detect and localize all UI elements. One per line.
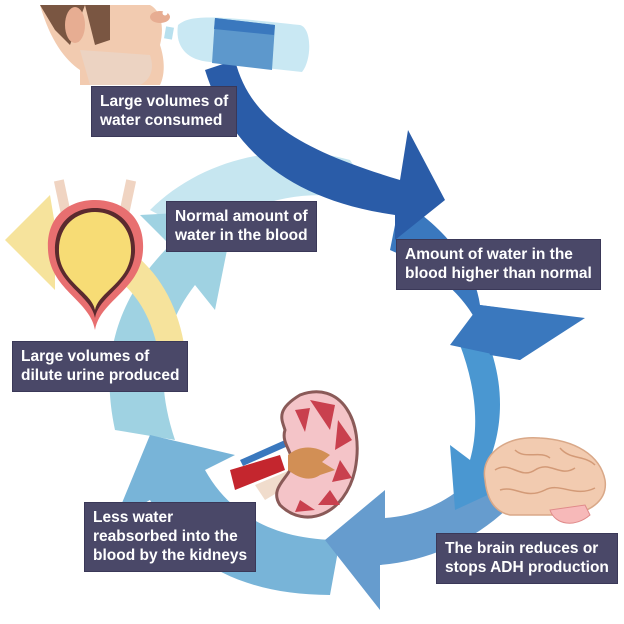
step-label-normal-water: Normal amount of water in the blood bbox=[166, 201, 317, 252]
cycle-arrow-high-to-brain bbox=[450, 335, 520, 510]
label-line: Normal amount of bbox=[175, 208, 308, 225]
label-line: water in the blood bbox=[175, 227, 308, 244]
label-line: Large volumes of bbox=[21, 348, 150, 365]
label-line: Less water bbox=[93, 509, 174, 526]
label-line: Amount of water in the bbox=[405, 246, 573, 263]
label-line: The brain reduces or bbox=[445, 540, 599, 557]
kidney-icon bbox=[230, 390, 359, 519]
person-drinking-water-icon bbox=[40, 5, 170, 85]
label-line: reabsorbed into the bbox=[93, 528, 238, 545]
label-line: stops ADH production bbox=[445, 559, 609, 576]
cycle-arrow-consumed-to-high bbox=[205, 60, 445, 240]
label-line: blood higher than normal bbox=[405, 265, 592, 282]
brain-icon bbox=[483, 437, 606, 524]
arrow-head-high bbox=[450, 305, 585, 360]
label-line: Large volumes of bbox=[100, 93, 229, 110]
step-label-brain-reduces-adh: The brain reduces or stops ADH productio… bbox=[436, 533, 618, 584]
label-line: water consumed bbox=[100, 112, 223, 129]
water-bottle-icon bbox=[164, 17, 310, 72]
label-line: dilute urine produced bbox=[21, 367, 180, 384]
step-label-water-higher: Amount of water in the blood higher than… bbox=[396, 239, 601, 290]
label-line: blood by the kidneys bbox=[93, 547, 248, 564]
bladder-icon bbox=[47, 179, 144, 330]
step-label-water-consumed: Large volumes of water consumed bbox=[91, 86, 238, 137]
step-label-dilute-urine: Large volumes of dilute urine produced bbox=[12, 341, 189, 392]
step-label-less-reabsorbed: Less water reabsorbed into the blood by … bbox=[84, 502, 257, 572]
